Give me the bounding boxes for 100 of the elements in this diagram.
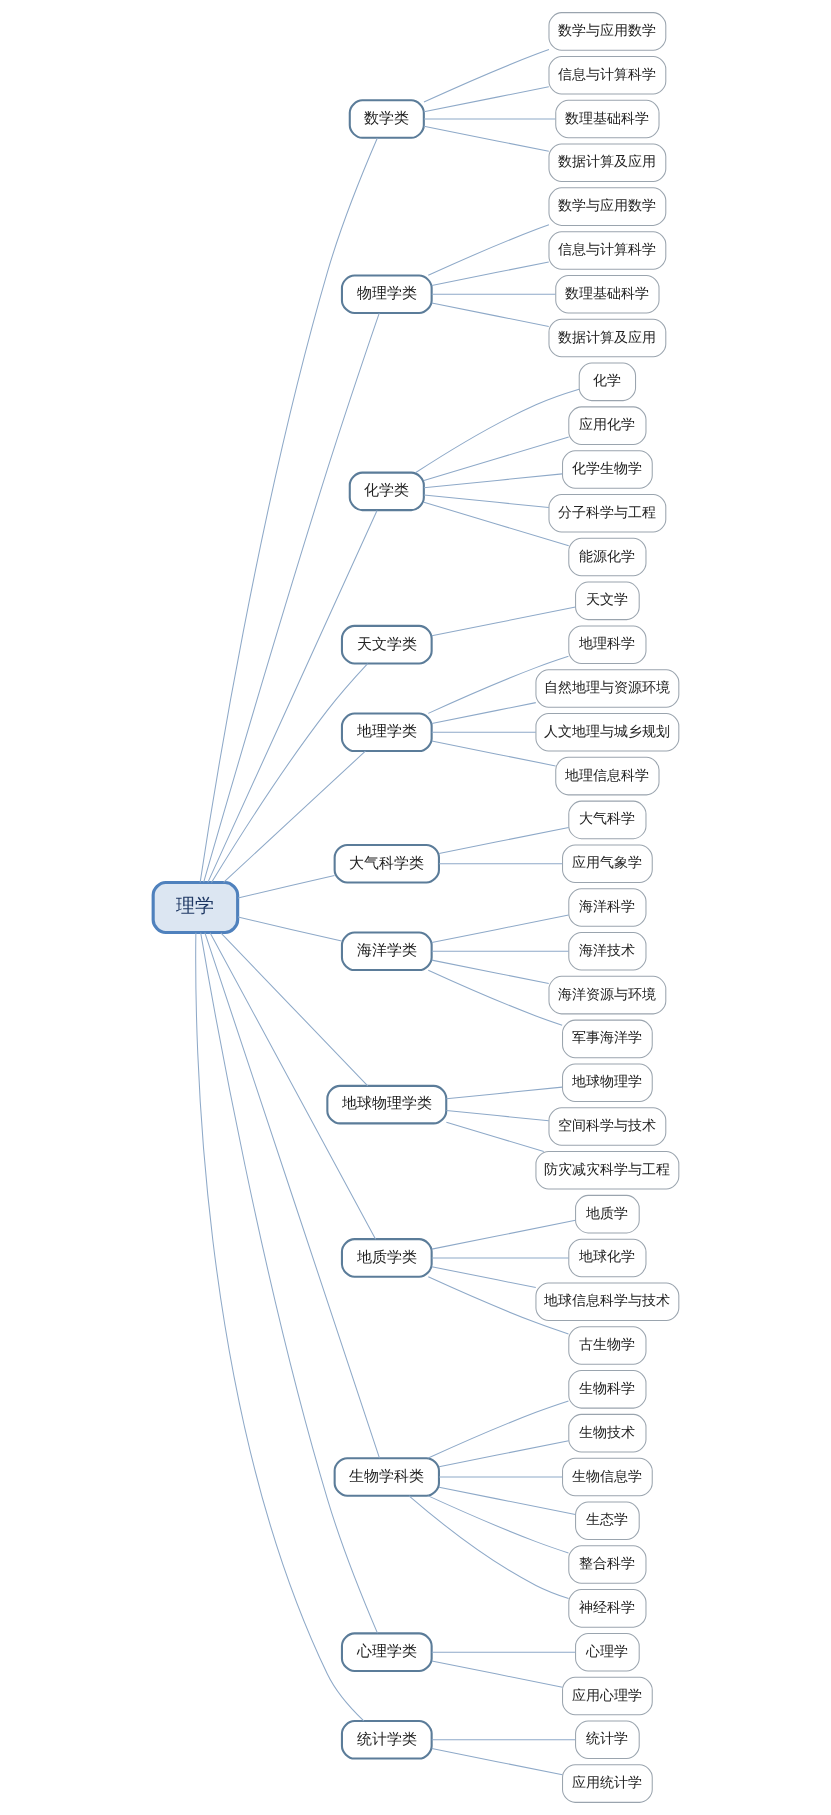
node-box: 能源化学: [567, 537, 646, 577]
connector: [430, 950, 569, 952]
connector: [430, 1257, 569, 1259]
node-box: 海洋学类: [340, 931, 433, 972]
node-box: 数学类: [348, 99, 425, 139]
connector: [422, 118, 556, 120]
connector: [430, 1748, 563, 1776]
connector: [407, 1495, 569, 1599]
connector: [430, 1219, 576, 1250]
node-box: 化学生物学: [561, 450, 653, 489]
connector: [427, 969, 563, 1026]
node-box: 应用气象学: [561, 844, 653, 883]
node-box: 空间科学与技术: [547, 1107, 666, 1146]
connector: [219, 932, 368, 1087]
connector: [430, 959, 549, 985]
node-box: 生物信息学: [561, 1457, 653, 1497]
node-box: 大气科学类: [333, 843, 440, 884]
connector: [427, 655, 569, 714]
node-box: 地球化学: [567, 1238, 646, 1278]
connector: [430, 702, 536, 724]
node-box: 化学: [578, 362, 636, 402]
node-box: 海洋技术: [567, 932, 646, 971]
connector: [422, 494, 549, 508]
node-box: 神经科学: [567, 1589, 646, 1628]
node-box: 人文地理与城乡规划: [534, 713, 679, 752]
connector: [430, 914, 569, 943]
node-box: 数学与应用数学: [547, 12, 666, 51]
connector: [430, 1739, 576, 1741]
connector: [422, 49, 549, 103]
node-box: 数据计算及应用: [547, 318, 666, 358]
node-box: 地质学类: [340, 1238, 433, 1278]
connector: [438, 1476, 563, 1478]
node-box: 数据计算及应用: [547, 143, 666, 183]
node-box: 地理学类: [340, 712, 433, 753]
connector: [445, 1086, 563, 1100]
node-box: 应用化学: [567, 406, 646, 445]
connector: [438, 1440, 569, 1468]
node-box: 海洋资源与环境: [547, 975, 666, 1015]
node-box: 物理学类: [340, 274, 433, 315]
connector: [422, 473, 563, 489]
connector: [430, 302, 549, 327]
node-box: 分子科学与工程: [547, 493, 666, 533]
connector: [422, 501, 569, 547]
node-box: 防灾减灾科学与工程: [534, 1151, 679, 1190]
node-box: 自然地理与资源环境: [534, 669, 679, 708]
connector: [209, 932, 376, 1240]
node-box: 心理学类: [340, 1632, 433, 1672]
node-box: 地球物理学类: [325, 1084, 447, 1125]
node-box: 大气科学: [567, 800, 646, 840]
connector: [430, 606, 576, 637]
node-box: 统计学类: [340, 1719, 433, 1760]
connector: [199, 932, 378, 1634]
node-box: 整合科学: [567, 1545, 646, 1584]
connector: [422, 86, 549, 113]
connector: [430, 731, 536, 733]
connector: [427, 1276, 569, 1335]
connector: [438, 1486, 576, 1516]
connector: [203, 932, 380, 1459]
node-box: 海洋科学: [567, 888, 646, 927]
connector: [199, 137, 378, 883]
connector: [427, 224, 549, 276]
connector: [430, 740, 556, 767]
node-box: 数理基础科学: [554, 99, 660, 139]
connector: [210, 663, 368, 883]
node-box: 数理基础科学: [554, 274, 660, 314]
connector: [430, 261, 549, 286]
connector: [422, 125, 549, 152]
connector: [445, 1109, 549, 1122]
node-box: 生物学科类: [333, 1457, 440, 1497]
connector: [414, 388, 580, 474]
connector: [422, 436, 569, 482]
node-box: 地理信息科学: [554, 756, 660, 796]
connector: [427, 1400, 569, 1459]
connector: [202, 312, 380, 883]
connector: [427, 1495, 569, 1554]
connector: [194, 932, 364, 1722]
node-box: 理学: [151, 880, 239, 935]
connector: [445, 1121, 544, 1153]
connector: [438, 826, 569, 854]
connector: [430, 1651, 576, 1653]
node-box: 地球信息科学与技术: [534, 1282, 679, 1322]
connector: [430, 1266, 536, 1289]
node-box: 应用统计学: [561, 1764, 653, 1803]
connector: [222, 750, 366, 883]
connector: [237, 875, 335, 899]
node-box: 化学类: [348, 471, 425, 512]
connector: [237, 916, 342, 942]
connector: [430, 1660, 563, 1688]
node-box: 数学与应用数学: [547, 187, 666, 226]
node-box: 军事海洋学: [561, 1019, 653, 1059]
node-box: 古生物学: [567, 1326, 646, 1365]
connector: [438, 863, 563, 865]
node-box: 地理科学: [567, 625, 646, 664]
node-box: 生物技术: [567, 1413, 646, 1453]
node-box: 心理学: [574, 1632, 640, 1672]
connector: [206, 510, 378, 883]
connector: [430, 293, 556, 295]
node-box: 地球物理学: [561, 1063, 653, 1102]
node-box: 地质学: [574, 1194, 640, 1234]
node-box: 生态学: [574, 1501, 640, 1541]
